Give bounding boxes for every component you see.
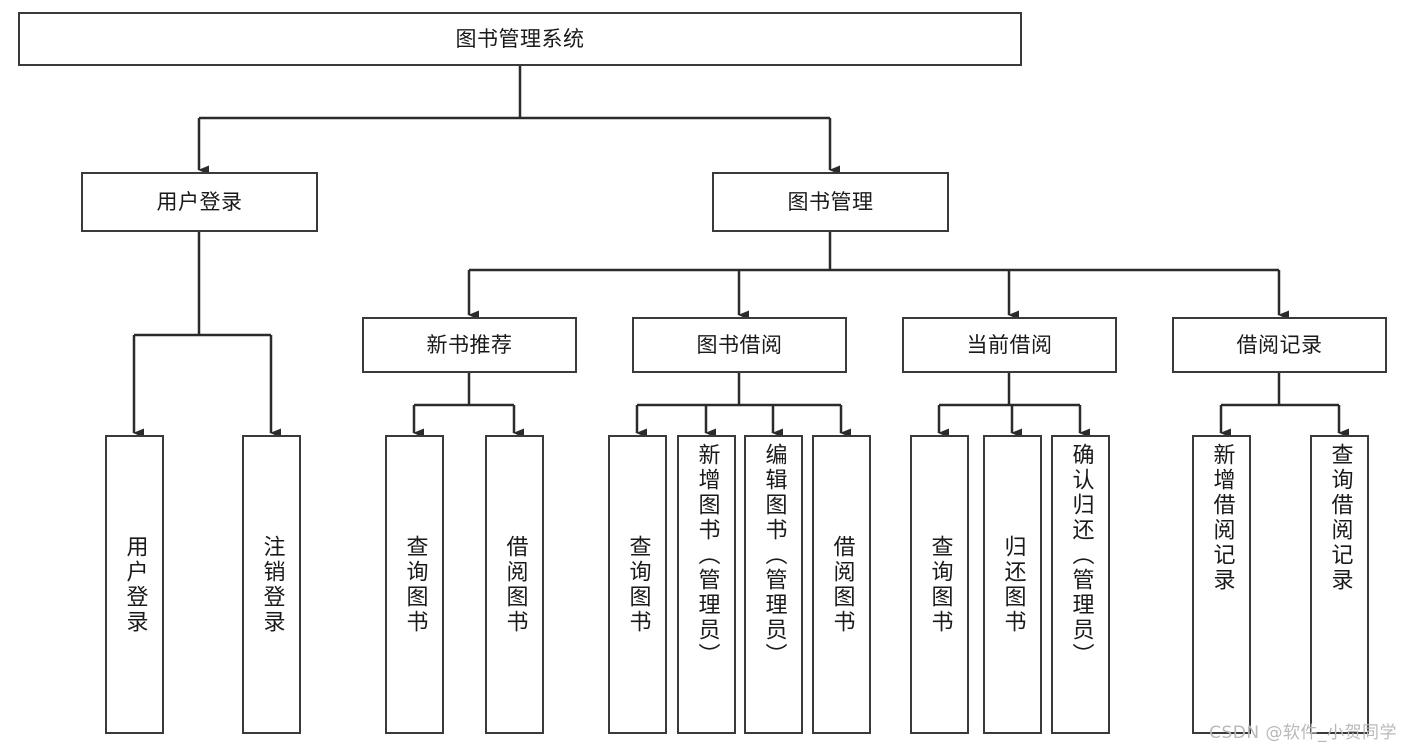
node-leaf-query-book-1[interactable]: 查询图书 (385, 435, 444, 734)
node-label-leaf-logout: 注销登录 (259, 534, 285, 635)
node-label-user-login: 用户登录 (156, 189, 243, 214)
node-label-leaf-query-record: 查询借阅记录 (1327, 443, 1353, 593)
node-label-leaf-add-book: 新增图书（管理员） (694, 443, 720, 668)
node-leaf-edit-book[interactable]: 编辑图书（管理员） (744, 435, 803, 734)
node-label-leaf-borrow-book-2: 借阅图书 (829, 534, 855, 635)
watermark-text: CSDN @软件_小贺同学 (1209, 723, 1397, 743)
node-leaf-query-record[interactable]: 查询借阅记录 (1310, 435, 1369, 734)
node-leaf-borrow-book-1[interactable]: 借阅图书 (485, 435, 544, 734)
node-label-leaf-edit-book: 编辑图书（管理员） (761, 443, 787, 668)
node-user-login[interactable]: 用户登录 (81, 172, 318, 232)
node-label-leaf-query-book-1: 查询图书 (402, 534, 428, 635)
node-leaf-add-book[interactable]: 新增图书（管理员） (677, 435, 736, 734)
node-label-leaf-query-book-2: 查询图书 (625, 534, 651, 635)
node-book-borrow[interactable]: 图书借阅 (632, 317, 847, 373)
node-label-leaf-user-login: 用户登录 (122, 534, 148, 635)
node-label-leaf-borrow-book-1: 借阅图书 (502, 534, 528, 635)
node-label-book-borrow: 图书借阅 (696, 332, 783, 357)
node-leaf-borrow-book-2[interactable]: 借阅图书 (812, 435, 871, 734)
node-label-leaf-query-book-3: 查询图书 (927, 534, 953, 635)
node-label-leaf-return-book: 归还图书 (1000, 534, 1026, 635)
node-borrow-record[interactable]: 借阅记录 (1172, 317, 1387, 373)
node-label-borrow-record: 借阅记录 (1236, 332, 1323, 357)
node-new-book-rec[interactable]: 新书推荐 (362, 317, 577, 373)
node-leaf-confirm-return[interactable]: 确认归还（管理员） (1051, 435, 1110, 734)
node-leaf-query-book-2[interactable]: 查询图书 (608, 435, 667, 734)
node-label-leaf-add-record: 新增借阅记录 (1209, 443, 1235, 593)
node-book-manage[interactable]: 图书管理 (712, 172, 949, 232)
node-leaf-query-book-3[interactable]: 查询图书 (910, 435, 969, 734)
node-label-new-book-rec: 新书推荐 (426, 332, 513, 357)
node-leaf-user-login[interactable]: 用户登录 (105, 435, 164, 734)
node-leaf-add-record[interactable]: 新增借阅记录 (1192, 435, 1251, 734)
node-root[interactable]: 图书管理系统 (18, 12, 1022, 66)
node-current-borrow[interactable]: 当前借阅 (902, 317, 1117, 373)
node-label-book-manage: 图书管理 (787, 189, 874, 214)
node-label-root: 图书管理系统 (455, 26, 585, 51)
node-leaf-logout[interactable]: 注销登录 (242, 435, 301, 734)
edge-group (132, 66, 1349, 438)
node-leaf-return-book[interactable]: 归还图书 (983, 435, 1042, 734)
node-label-leaf-confirm-return: 确认归还（管理员） (1068, 443, 1094, 668)
node-label-current-borrow: 当前借阅 (966, 332, 1053, 357)
